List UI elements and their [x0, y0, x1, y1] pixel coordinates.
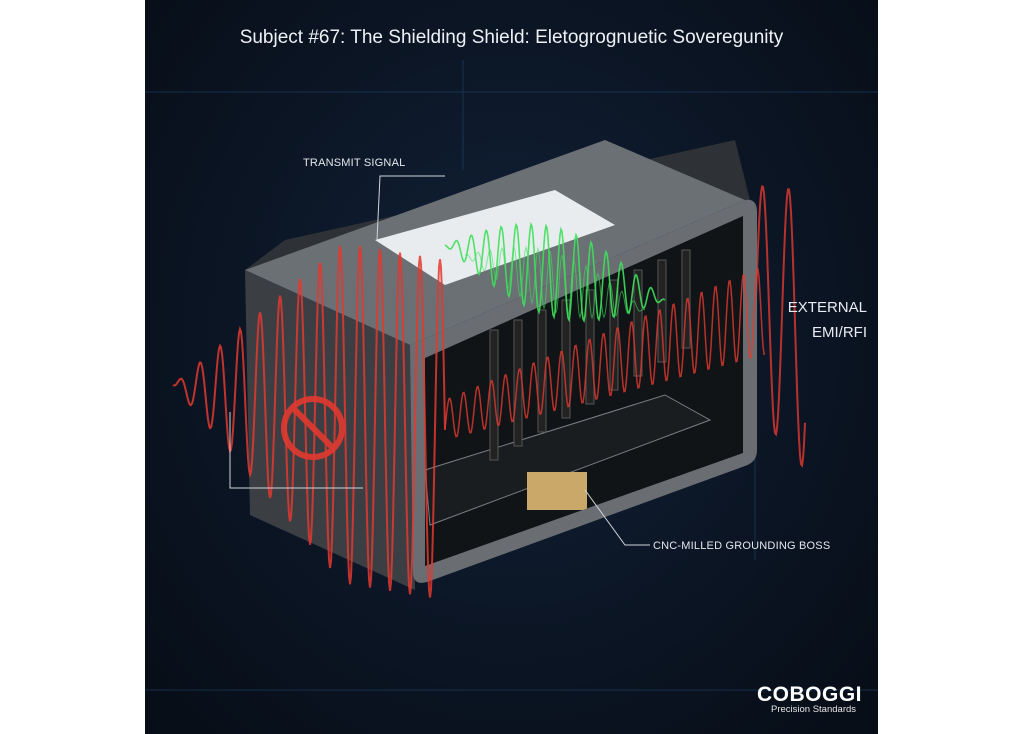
enclosure-illustration	[145, 60, 878, 691]
brand-logo: COBOGGI	[757, 683, 863, 706]
label-external-emi: EXTERNAL EMI/RFI	[755, 295, 867, 345]
label-external: EXTERNAL	[787, 299, 867, 316]
heatsink-pin	[657, 259, 667, 363]
prohibited-icon	[281, 396, 345, 460]
label-emi-rfi: EMI/RFI	[812, 324, 867, 341]
callout-lines	[229, 175, 650, 546]
heatsink-pin	[513, 319, 523, 447]
brand-tagline: Precision Standards	[771, 704, 857, 715]
signal-wave-2	[464, 245, 646, 320]
illustration: Subject #67: The Shielding Shield: Eleto…	[145, 0, 878, 734]
circuit-board	[424, 394, 712, 526]
page-title: Subject #67: The Shielding Shield: Eleto…	[239, 27, 784, 48]
heatsink-pin	[609, 279, 619, 391]
heatsink-pin	[681, 249, 691, 349]
label-transmit-signal: TRANSMIT SIGNAL	[303, 157, 406, 169]
heatsink-pin	[585, 289, 595, 405]
label-grounding-boss: CNC-MILLED GROUNDING BOSS	[653, 540, 831, 552]
emi-wave-inner	[444, 268, 766, 438]
heatsink-pin	[633, 269, 643, 377]
emi-wave-front	[172, 245, 446, 598]
display-window	[375, 190, 615, 285]
grounding-boss	[527, 472, 587, 510]
enclosure-frame	[410, 199, 757, 583]
